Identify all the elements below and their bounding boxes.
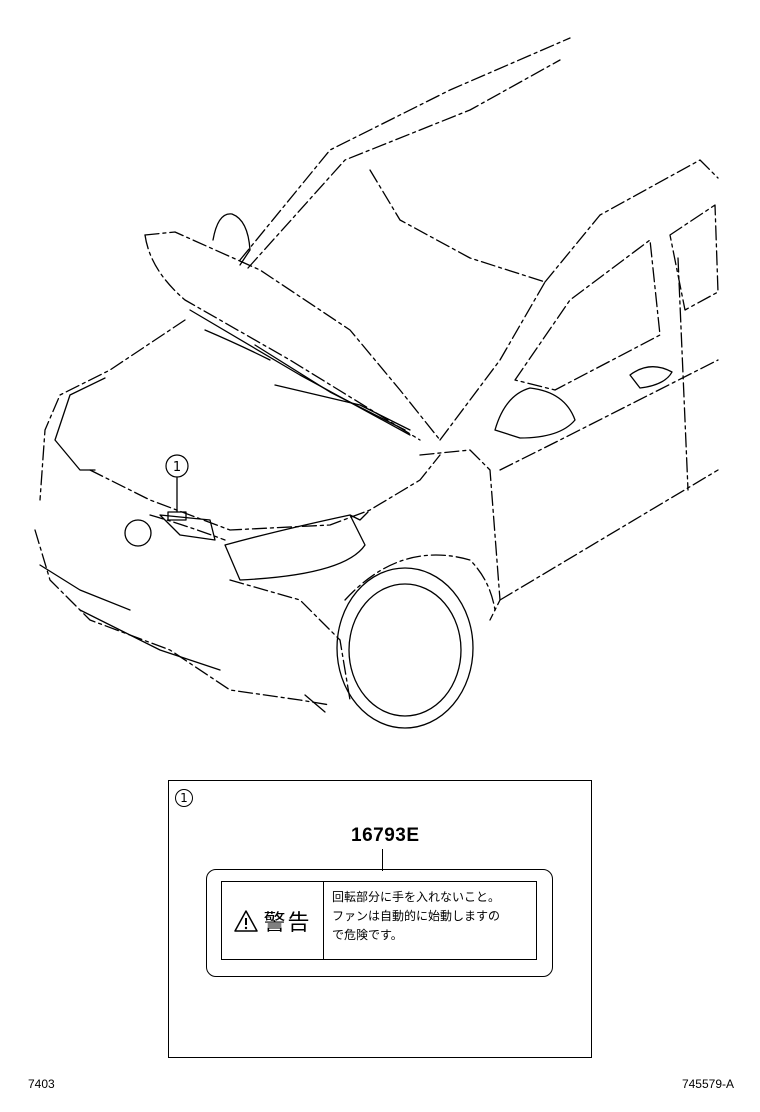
warning-text-line: で危険です。 — [332, 928, 403, 942]
warning-text-line: 回転部分に手を入れないこと。 — [332, 890, 501, 904]
warning-triangle-icon — [234, 909, 259, 932]
warning-label-header: 警告 — [222, 882, 324, 959]
warning-text: 回転部分に手を入れないこと。 ファンは自動的に始動しますの で危険です。 — [324, 882, 536, 959]
illustration-callout-number: 1 — [173, 460, 181, 475]
warning-text-line: ファンは自動的に始動しますの — [332, 909, 501, 923]
detail-box: 1 16793E 警告 回転部分に手を入れないこと。 ファンは自動的に始動します… — [168, 780, 592, 1058]
warning-label-inner: 警告 回転部分に手を入れないこと。 ファンは自動的に始動しますの で危険です。 — [221, 881, 537, 960]
warning-label: 警告 回転部分に手を入れないこと。 ファンは自動的に始動しますの で危険です。 — [206, 869, 553, 977]
part-number: 16793E — [351, 825, 420, 846]
callout-circle-icon: 1 — [165, 454, 189, 478]
footer-right-code: 745579-A — [681, 1077, 734, 1091]
car-illustration: 1 — [34, 37, 719, 729]
footer-left-code: 7403 — [28, 1077, 55, 1091]
detail-callout-number: 1 — [175, 789, 193, 807]
leader-line — [382, 849, 384, 871]
warning-heading: 警告 — [263, 910, 312, 936]
